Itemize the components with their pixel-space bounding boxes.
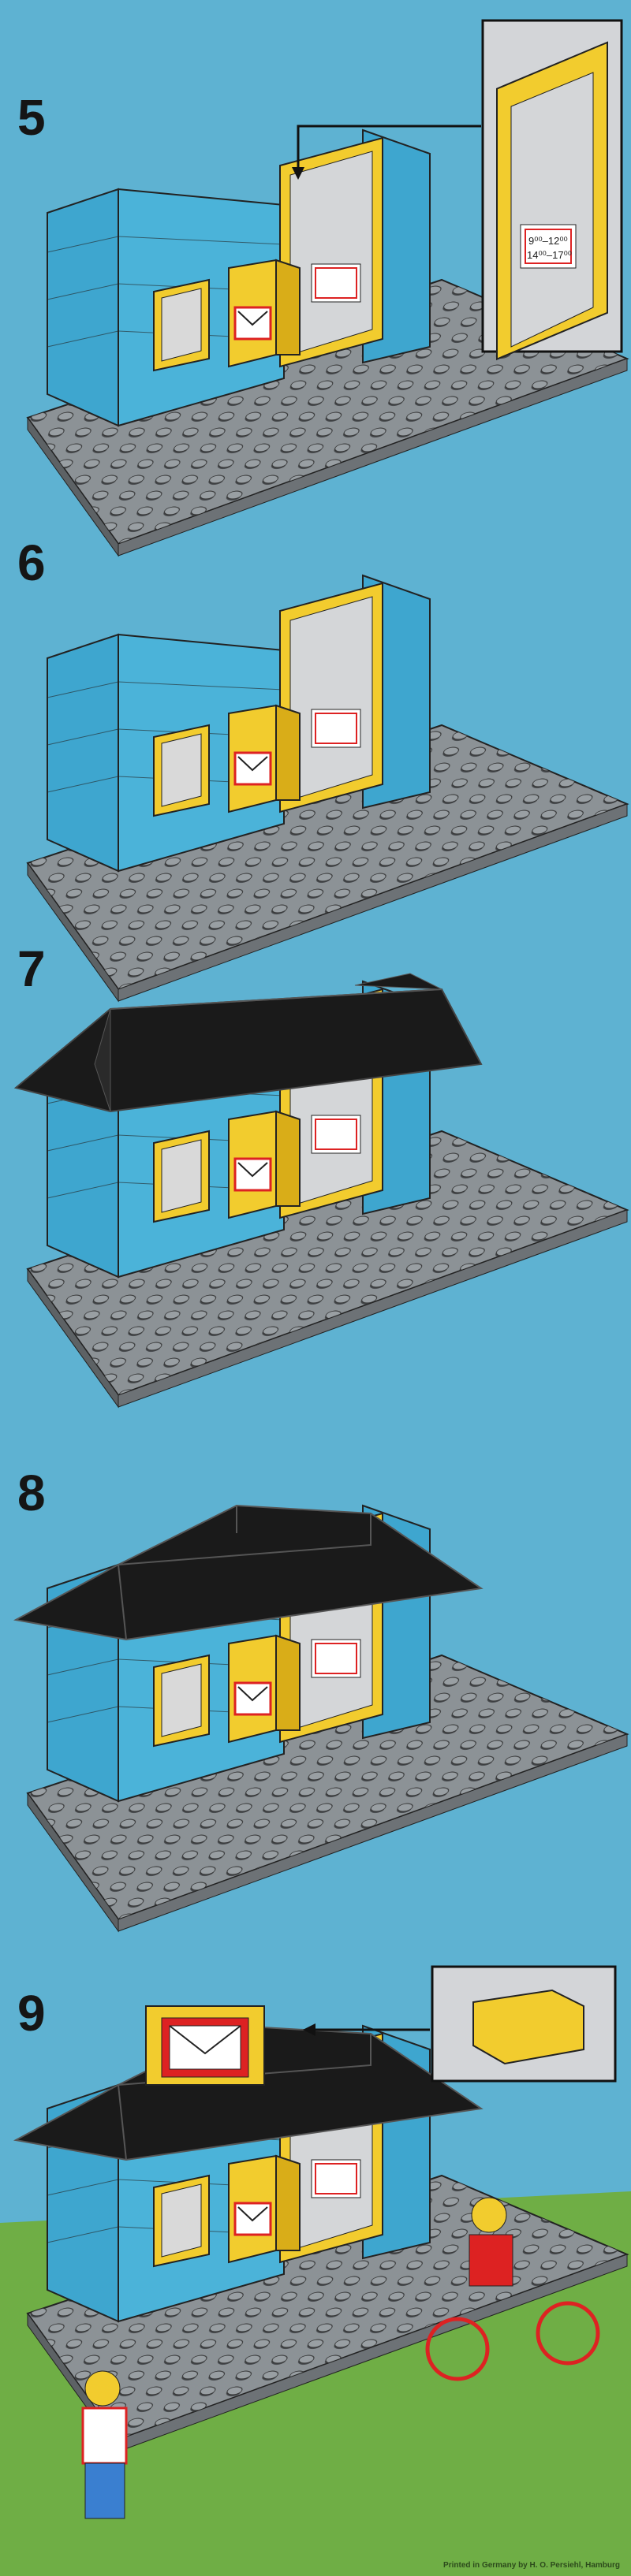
step-number: 5 xyxy=(17,89,46,146)
step-number: 7 xyxy=(17,940,46,997)
printer-credit: Printed in Germany by H. O. Persiehl, Ha… xyxy=(443,2561,620,2570)
step-9-illustration xyxy=(15,2005,628,2452)
minifig-mail-carrier xyxy=(81,2370,128,2519)
mail-sign xyxy=(145,2005,265,2086)
step-8-illustration xyxy=(15,1504,628,1932)
step-number: 8 xyxy=(17,1465,46,1521)
step-7-illustration xyxy=(15,973,628,1408)
step-6-illustration xyxy=(27,574,628,1002)
door-sign-line1: 9⁰⁰–12⁰⁰ xyxy=(528,235,568,247)
step-9-callout xyxy=(303,1965,617,2083)
step-5-callout: 9⁰⁰–12⁰⁰ 14⁰⁰–17⁰⁰ xyxy=(292,19,623,361)
step-number: 9 xyxy=(17,1985,46,2042)
step-number: 6 xyxy=(17,534,46,591)
door-sign-line2: 14⁰⁰–17⁰⁰ xyxy=(527,249,572,261)
minifig-postman-bicycle xyxy=(425,2197,600,2381)
